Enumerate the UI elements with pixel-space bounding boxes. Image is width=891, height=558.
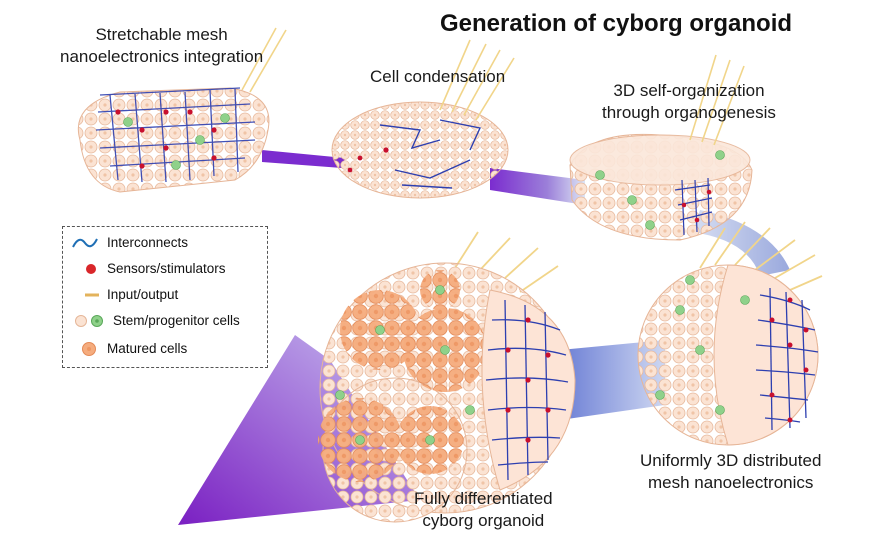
uniform-sphere <box>637 221 823 446</box>
yellow-line-icon <box>85 293 99 297</box>
mesh-sheet <box>78 27 287 193</box>
label-self-organization: 3D self-organization through organogenes… <box>602 80 776 124</box>
label-line: Fully differentiated <box>414 489 553 508</box>
red-dot-icon <box>86 264 96 274</box>
label-cell-condensation: Cell condensation <box>370 66 505 88</box>
condensed-disc <box>331 39 515 199</box>
label-line: Cell condensation <box>370 67 506 86</box>
legend-label: Interconnects <box>107 235 189 250</box>
label-line: Stretchable mesh <box>95 25 228 44</box>
legend-box: Interconnects Sensors/stimulators Input/… <box>62 226 268 368</box>
cell-pair-icon <box>75 315 103 327</box>
half-sphere <box>569 54 753 241</box>
label-line: nanoelectronics integration <box>60 47 264 66</box>
organoid <box>318 231 576 523</box>
label-line: through organogenesis <box>602 103 776 122</box>
label-line: cyborg organoid <box>422 511 545 530</box>
legend-label: Input/output <box>107 287 179 302</box>
label-distributed-mesh: Uniformly 3D distributed mesh nanoelectr… <box>640 450 821 494</box>
legend-label: Sensors/stimulators <box>107 261 226 276</box>
arrow-1 <box>262 150 345 168</box>
label-differentiated: Fully differentiated cyborg organoid <box>414 488 553 532</box>
wave-line-icon <box>72 238 98 248</box>
label-line: Uniformly 3D distributed <box>640 451 822 470</box>
legend-label: Stem/progenitor cells <box>113 313 240 328</box>
arrow-2 <box>490 168 585 205</box>
label-line: mesh nanoelectronics <box>648 473 814 492</box>
figure-title: Generation of cyborg organoid <box>440 10 793 37</box>
label-line: 3D self-organization <box>613 81 765 100</box>
matured-cell-icon <box>82 342 96 356</box>
legend-label: Matured cells <box>107 341 188 356</box>
label-mesh-integration: Stretchable mesh nanoelectronics integra… <box>60 24 263 68</box>
